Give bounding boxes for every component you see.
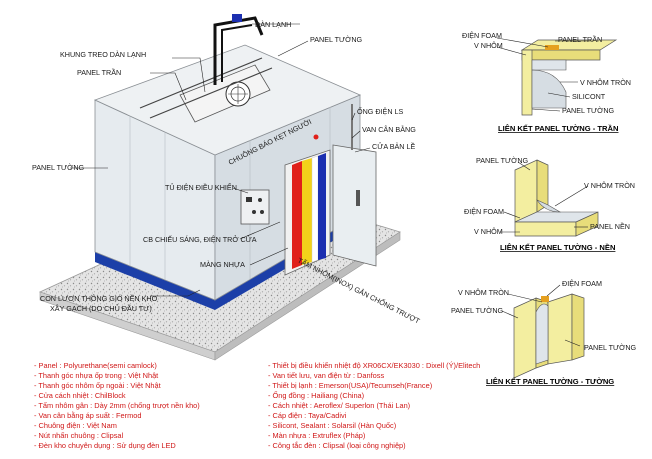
evaporator-unit (179, 64, 271, 123)
spec-right-item: - Cáp điện : Taya/Cadivi (268, 411, 347, 420)
spec-right-item: - Ống đồng : Hailiang (China) (268, 390, 364, 400)
label-panel-tuong-left: PANEL TƯỜNG (32, 163, 85, 172)
d1-dien-foam: ĐIỆN FOAM (462, 31, 502, 40)
d1-v-nhom: V NHÔM (474, 41, 503, 50)
spec-left-item: - Tấm nhôm gân : Dày 2mm (chống trượt nề… (34, 401, 200, 410)
spec-right-item: - Công tắc đèn : Clipsal (loại công nghi… (268, 441, 406, 450)
spec-left-item: - Đèn kho chuyên dụng : Sử dụng đèn LED (34, 441, 176, 450)
floor-slab-edge-right (214, 231, 401, 361)
detail-wall-wall: V NHÔM TRÒN ĐIỆN FOAM PANEL TƯỜNG PANEL … (451, 279, 637, 386)
spec-left-item: - Thanh góc nhôm ốp ngoài : Việt Nhật (34, 381, 161, 390)
d2-panel-tuong: PANEL TƯỜNG (476, 156, 529, 165)
label-cua-ban-le: CỬA BẢN LỀ (372, 141, 415, 151)
label-van-can-bang: VAN CÂN BẰNG (362, 125, 416, 134)
label-khung-treo: KHUNG TREO DÀN LẠNH (60, 50, 146, 59)
strip-red (292, 161, 302, 269)
label-con-luon-1: CON LƯƠN THÔNG GIÓ NỀN KHO (40, 293, 158, 303)
label-con-luon-2: XÂY GẠCH (DO CHỦ ĐẦU TƯ) (50, 303, 152, 313)
d1-panel-tran: PANEL TRẦN (558, 34, 602, 44)
spec-left-item: - Thanh góc nhựa ốp trong : Việt Nhật (34, 371, 158, 380)
door-leaf (332, 144, 377, 267)
d1-title: LIÊN KẾT PANEL TƯỜNG - TRẦN (498, 123, 619, 133)
spec-right-item: - Van tiết lưu, van điện từ : Danfoss (268, 371, 384, 380)
spec-list-right: - Thiết bị điều khiển nhiệt độ XR06CX/EK… (268, 361, 480, 450)
spec-left-item: - Van cân bằng áp suất : Fermod (34, 411, 142, 420)
alarm-bell (313, 134, 319, 140)
detail-wall-ceiling: ĐIỆN FOAM V NHÔM PANEL TRẦN V NHÔM TRÒN … (462, 31, 631, 133)
spec-left-item: - Chuông điện : Việt Nam (34, 421, 117, 430)
strip-yellow (302, 158, 312, 265)
d1-panel-tuong: PANEL TƯỜNG (562, 106, 615, 115)
d3-dien-foam: ĐIỆN FOAM (562, 279, 602, 288)
d2-v-nhom-tron: V NHÔM TRÒN (584, 181, 635, 190)
spec-list-left: - Panel : Polyurethane(semi camlock) - T… (34, 361, 200, 450)
pipe-fitting (232, 14, 242, 22)
d2-title: LIÊN KẾT PANEL TƯỜNG - NỀN (500, 242, 615, 252)
d3-panel-tuong-right: PANEL TƯỜNG (584, 343, 637, 352)
d3-panel-tuong-left: PANEL TƯỜNG (451, 306, 504, 315)
spec-left-item: - Nút nhấn chuông : Clipsal (34, 431, 124, 440)
d1-silicont: SILICONT (572, 92, 606, 101)
detail-wall-floor: PANEL TƯỜNG V NHÔM TRÒN ĐIỆN FOAM V NHÔM… (464, 156, 635, 252)
d3-title: LIÊN KẾT PANEL TƯỜNG - TƯỜNG (486, 376, 614, 386)
label-panel-tran: PANEL TRẦN (77, 67, 121, 77)
control-box (240, 189, 270, 225)
label-tu-dien: TỦ ĐIỆN ĐIỀU KHIỂN (165, 182, 237, 192)
strip-blue (318, 153, 326, 260)
d2-dien-foam: ĐIỆN FOAM (464, 207, 504, 216)
spec-right-item: - Thiết bị điều khiển nhiệt độ XR06CX/EK… (268, 361, 480, 370)
d3-v-nhom-tron: V NHÔM TRÒN (458, 288, 509, 297)
label-dan-lanh: DÀN LẠNH (255, 20, 291, 29)
spec-right-item: - Silicont, Sealant : Solarsil (Hàn Quốc… (268, 421, 396, 430)
base-strip-left (95, 252, 215, 310)
strip-white (311, 155, 319, 263)
d2-panel-nen: PANEL NỀN (590, 221, 630, 231)
spec-right-item: - Thiết bị lạnh : Emerson(USA)/Tecumseh(… (268, 381, 432, 390)
spec-left-item: - Panel : Polyurethane(semi camlock) (34, 361, 157, 370)
spec-right-item: - Cách nhiệt : Aeroflex/ Superlon (Thái … (268, 401, 410, 410)
label-mang-nhua: MÀNG NHỰA (200, 260, 245, 269)
spec-left-item: - Cửa cách nhiệt : ChilBlock (34, 391, 126, 400)
spec-right-item: - Màn nhựa : Extruflex (Pháp) (268, 431, 365, 440)
d1-v-nhom-tron: V NHÔM TRÒN (580, 78, 631, 87)
label-ong-dien: ỐNG ĐIỆN LS (357, 106, 404, 116)
label-panel-tuong-top: PANEL TƯỜNG (310, 35, 363, 44)
label-cb-chieu-sang: CB CHIẾU SÁNG, ĐIỆN TRỞ CỬA (143, 234, 257, 244)
d2-v-nhom: V NHÔM (474, 227, 503, 236)
